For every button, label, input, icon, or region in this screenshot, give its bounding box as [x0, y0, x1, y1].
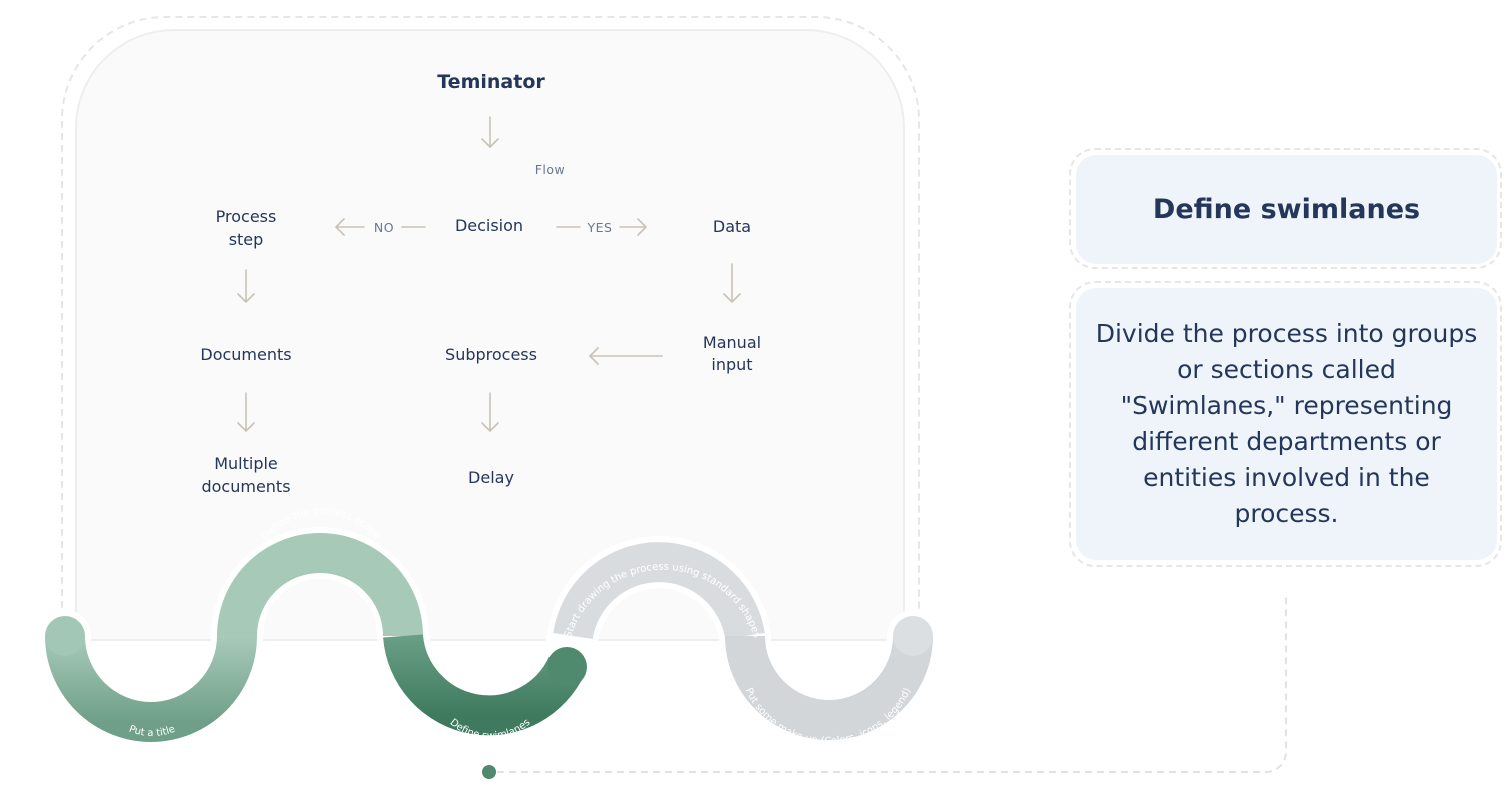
manual-input-line2: input	[711, 355, 752, 374]
step-draw-process[interactable]	[553, 542, 765, 640]
arrow-down-terminator	[481, 116, 499, 148]
arrow-down-subprocess	[481, 392, 499, 432]
arrow-down-documents	[237, 392, 255, 432]
detail-body-frame	[1069, 281, 1502, 567]
detail-body: Divide the process into groups or sectio…	[1076, 288, 1497, 560]
arrow-yes-right	[619, 218, 647, 236]
step-make-up[interactable]	[725, 635, 933, 740]
step-define-swimlanes[interactable]	[383, 633, 586, 736]
decision-node: Decision	[455, 216, 523, 235]
process-step-line2: step	[229, 230, 264, 249]
arrow-no-left	[335, 218, 365, 236]
connector-line	[497, 592, 1287, 773]
process-step-line1: Process	[216, 207, 277, 226]
connector-dot	[482, 765, 496, 779]
step-define-scope[interactable]	[217, 533, 423, 637]
step-swimlanes-cap	[547, 647, 587, 687]
detail-title-frame	[1069, 148, 1502, 269]
manual-input-line1: Manual	[703, 333, 761, 352]
multiple-documents-line2: documents	[201, 477, 290, 496]
yes-label: YES	[587, 220, 613, 235]
subprocess-node: Subprocess	[445, 345, 537, 364]
detail-title: Define swimlanes	[1076, 155, 1497, 264]
step-make-up-cap	[893, 616, 933, 656]
step-label-put-title: Put a title	[127, 724, 176, 739]
step-put-title-cap	[45, 616, 85, 656]
data-node: Data	[713, 217, 751, 236]
documents-node: Documents	[200, 345, 291, 364]
arrow-down-process	[237, 269, 255, 303]
arrow-left-manual	[589, 347, 663, 365]
terminator-node: Teminator	[437, 71, 545, 93]
arrow-down-data	[723, 263, 741, 303]
delay-node: Delay	[468, 468, 514, 487]
diagram-panel	[75, 29, 905, 641]
flow-label: Flow	[535, 162, 566, 177]
multiple-documents-line1: Multiple	[214, 454, 278, 473]
panel-dashed-frame	[61, 16, 920, 620]
no-label: NO	[374, 220, 394, 235]
step-put-title[interactable]	[45, 635, 257, 742]
